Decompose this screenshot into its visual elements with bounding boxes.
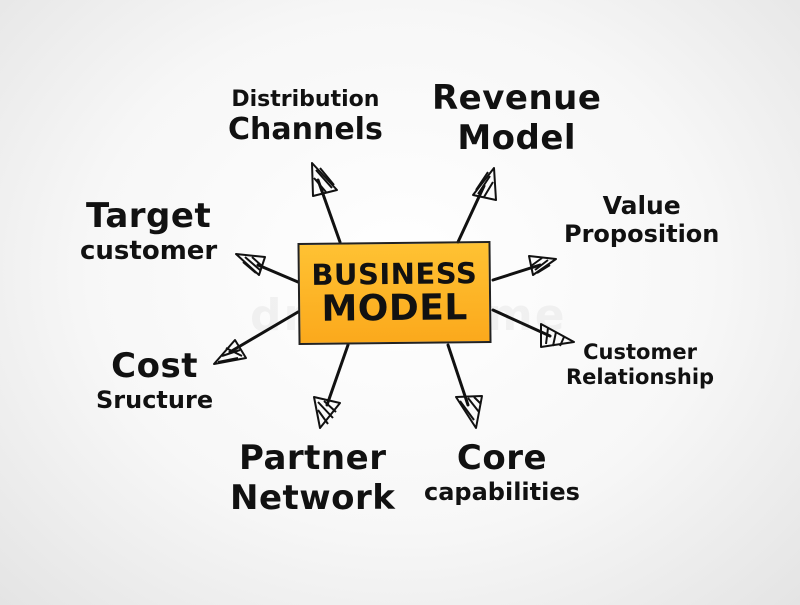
arrowhead-cost xyxy=(213,339,247,365)
node-distribution-channels: Distribution Channels xyxy=(228,86,383,147)
node-partner-line1: Partner xyxy=(238,438,387,478)
arrow-line-distribution xyxy=(316,178,342,244)
node-target-customer: Target customer xyxy=(80,196,217,266)
node-core-line2: capabilities xyxy=(424,478,580,506)
node-core-line1: Core xyxy=(456,438,548,478)
node-core-capabilities: Core capabilities xyxy=(424,438,580,506)
node-cost-line2: Sructure xyxy=(96,386,214,414)
node-partner-line2: Network xyxy=(230,478,396,518)
node-value-line2: Proposition xyxy=(564,220,720,248)
arrow-line-partner xyxy=(325,343,350,407)
arrowhead-revenue xyxy=(472,167,497,201)
business-model-box: BUSINESS MODEL xyxy=(297,240,492,346)
node-cost-line1: Cost xyxy=(111,346,198,386)
node-cost-structure: Cost Sructure xyxy=(96,346,213,414)
node-distribution-line1: Distribution xyxy=(231,87,380,112)
arrow-line-core xyxy=(446,343,470,407)
arrow-line-revenue xyxy=(456,184,486,244)
node-revenue-line2: Model xyxy=(457,118,577,158)
node-target-line2: customer xyxy=(80,236,218,266)
arrow-line-target xyxy=(256,263,300,284)
center-title-line2: MODEL xyxy=(321,287,469,330)
center-title-line1: BUSINESS xyxy=(311,256,478,292)
arrowhead-distribution xyxy=(311,162,338,197)
node-target-line1: Target xyxy=(86,196,212,236)
node-distribution-line2: Channels xyxy=(228,112,383,147)
node-revenue-line1: Revenue xyxy=(432,78,602,118)
node-value-line1: Value xyxy=(602,191,681,220)
node-customer-relationship: Customer Relationship xyxy=(566,340,714,390)
arrowhead-customer-rel xyxy=(540,323,575,348)
node-customer-rel-line1: Customer xyxy=(583,340,697,364)
arrow-line-cost xyxy=(228,310,300,354)
node-value-proposition: Value Proposition xyxy=(564,191,719,248)
node-customer-rel-line2: Relationship xyxy=(566,365,715,389)
node-revenue-model: Revenue Model xyxy=(432,78,601,158)
node-partner-network: Partner Network xyxy=(230,438,395,518)
